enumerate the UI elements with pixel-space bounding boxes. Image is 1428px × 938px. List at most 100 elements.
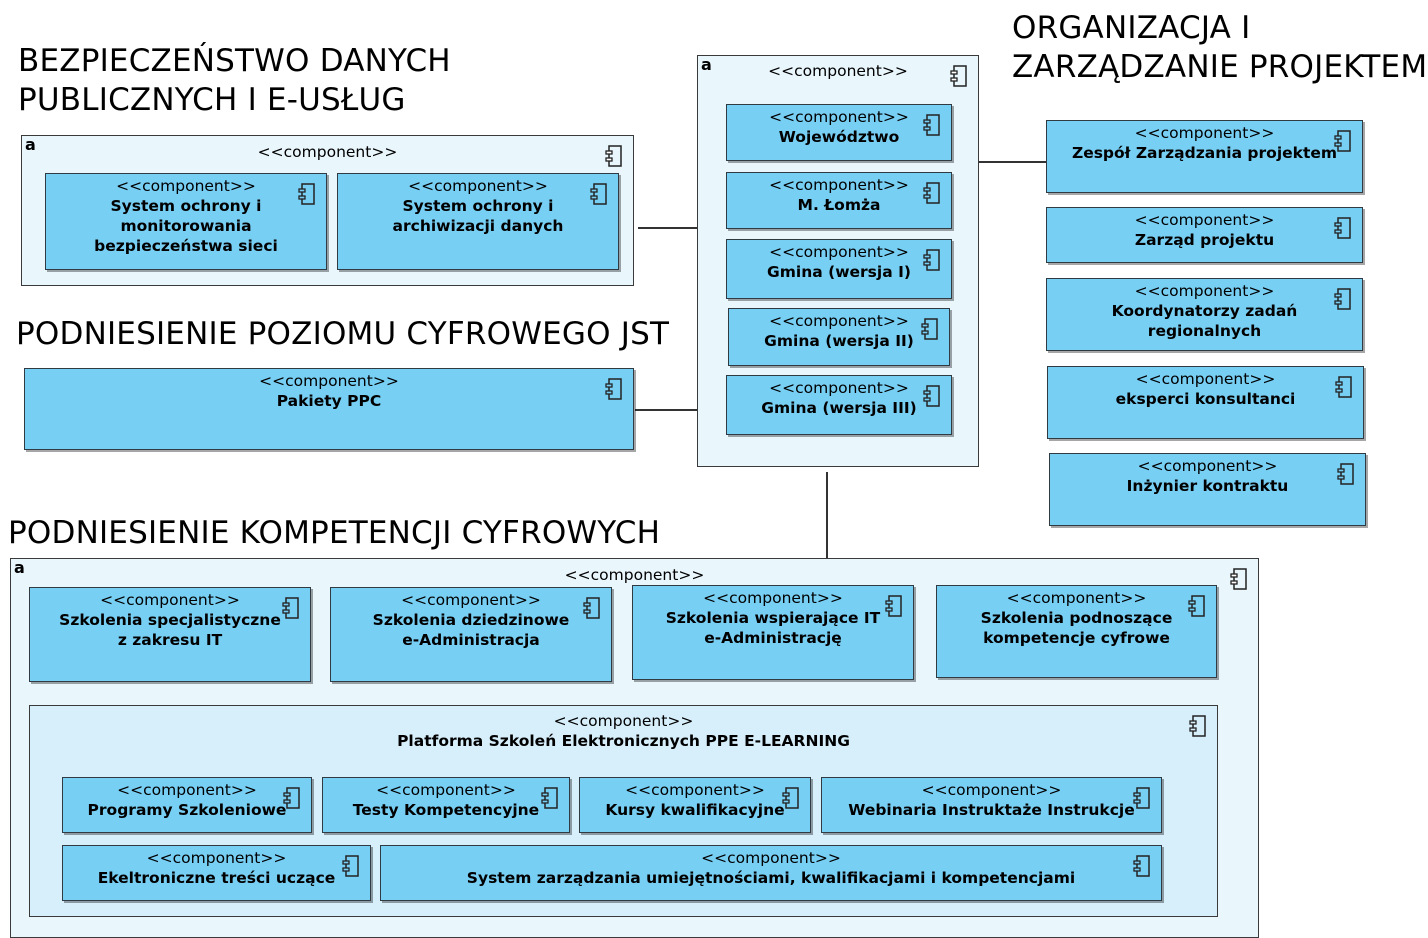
section-title-line: PODNIESIENIE POZIOMU CYFROWEGO JST — [16, 316, 670, 352]
component-name: Testy Kompetencyjne — [352, 801, 540, 819]
component-icon — [1334, 130, 1351, 152]
component-wojewodztwo[interactable]: <<component>> Województwo — [726, 104, 952, 161]
stereotype-label: <<component>> — [769, 379, 909, 397]
section-title-line: PODNIESIENIE KOMPETENCJI CYFROWYCH — [8, 515, 661, 551]
component-icon — [1337, 463, 1354, 485]
platform-container[interactable]: <<component>> Platforma Szkoleń Elektron… — [29, 705, 1218, 917]
component-m-lomza[interactable]: <<component>> M. Łomża — [726, 172, 952, 229]
component-icon — [923, 385, 940, 407]
stereotype-label: <<component>> — [376, 781, 516, 799]
component-icon — [885, 595, 902, 617]
a-letter-icon: a — [14, 558, 25, 577]
component-icon — [923, 182, 940, 204]
component-name: Gmina (wersja I) — [767, 263, 911, 281]
component-name: System zarządzania umiejętnościami, kwal… — [466, 869, 1076, 887]
stereotype-label: <<component>> — [769, 243, 909, 261]
component-gmina-1[interactable]: <<component>> Gmina (wersja I) — [726, 239, 952, 299]
component-icon — [605, 145, 622, 167]
stereotype-label: <<component>> — [1137, 457, 1278, 475]
security-group-container[interactable]: a <<component>> <<component>> System och… — [21, 135, 634, 286]
component-name: System ochrony i — [402, 197, 554, 215]
component-szkolenia-dziedzinowe[interactable]: <<component>> Szkolenia dziedzinowe e-Ad… — [330, 587, 612, 682]
component-icon — [282, 597, 299, 619]
component-testy-kompetencyjne[interactable]: <<component>> Testy Kompetencyjne — [322, 777, 570, 833]
component-name: Zespół Zarządzania projektem — [1071, 144, 1338, 162]
component-name: Szkolenia podnoszące — [980, 609, 1173, 627]
stereotype-label: <<component>> — [1134, 124, 1275, 142]
section-title-digital-level: PODNIESIENIE POZIOMU CYFROWEGO JST — [16, 315, 669, 354]
component-programy-szkoleniowe[interactable]: <<component>> Programy Szkoleniowe — [62, 777, 312, 833]
connector-central-management — [956, 161, 1047, 163]
stereotype-label: <<component>> — [1134, 282, 1275, 300]
component-zarzad-projektu[interactable]: <<component>> Zarząd projektu — [1046, 207, 1363, 263]
component-name: regionalnych — [1147, 322, 1262, 340]
stereotype-label: <<component>> — [769, 108, 909, 126]
stereotype-label: <<component>> — [408, 177, 548, 195]
connector-ppc-central — [635, 409, 698, 411]
stereotype-label: <<component>> — [769, 176, 909, 194]
component-koordynatorzy[interactable]: <<component>> Koordynatorzy zadań region… — [1046, 278, 1363, 351]
component-inzynier-kontraktu[interactable]: <<component>> Inżynier kontraktu — [1049, 453, 1366, 526]
stereotype-label: <<component>> — [1135, 370, 1276, 388]
section-title-line: BEZPIECZEŃSTWO DANYCH — [18, 43, 451, 79]
platform-name: Platforma Szkoleń Elektronicznych PPE E-… — [397, 732, 850, 750]
component-gmina-2[interactable]: <<component>> Gmina (wersja II) — [728, 308, 950, 366]
stereotype-label: <<component>> — [553, 712, 694, 730]
stereotype-label: <<component>> — [564, 566, 705, 584]
container-title: <<component>> Platforma Szkoleń Elektron… — [30, 711, 1217, 751]
component-name: kompetencje cyfrowe — [983, 629, 1170, 647]
section-title-competences: PODNIESIENIE KOMPETENCJI CYFROWYCH — [8, 514, 660, 553]
component-eksperci[interactable]: <<component>> eksperci konsultanci — [1047, 366, 1364, 439]
component-icon — [782, 787, 799, 809]
component-icon — [1133, 787, 1150, 809]
stereotype-label: <<component>> — [769, 312, 909, 330]
component-name: Kursy kwalifikacyjne — [605, 801, 785, 819]
component-name: Koordynatorzy zadań — [1111, 302, 1298, 320]
component-tresci-uczace[interactable]: <<component>> Ekeltroniczne treści ucząc… — [62, 845, 371, 901]
component-name: e-Administrację — [704, 629, 842, 647]
component-data-archiving[interactable]: <<component>> System ochrony i archiwiza… — [337, 173, 619, 270]
component-icon — [1188, 595, 1205, 617]
component-webinaria[interactable]: <<component>> Webinaria Instruktaże Inst… — [821, 777, 1162, 833]
component-icon — [1230, 568, 1247, 590]
stereotype-label: <<component>> — [701, 849, 841, 867]
component-szkolenia-wspierajace[interactable]: <<component>> Szkolenia wspierające IT e… — [632, 585, 914, 680]
component-network-security[interactable]: <<component>> System ochrony i monitorow… — [45, 173, 327, 270]
stereotype-label: <<component>> — [401, 591, 541, 609]
component-icon — [583, 597, 600, 619]
section-title-line: ORGANIZACJA I — [1012, 10, 1251, 46]
component-szkolenia-podnoszace[interactable]: <<component>> Szkolenia podnoszące kompe… — [936, 585, 1217, 678]
component-name: Ekeltroniczne treści uczące — [97, 869, 336, 887]
component-name: e-Administracja — [402, 631, 540, 649]
component-name: eksperci konsultanci — [1115, 390, 1296, 408]
stereotype-label: <<component>> — [259, 372, 399, 390]
stereotype-label: <<component>> — [921, 781, 1062, 799]
component-pakiety-ppc[interactable]: <<component>> Pakiety PPC — [24, 368, 634, 450]
component-name: Szkolenia specjalistyczne — [59, 611, 281, 629]
component-name: Gmina (wersja II) — [764, 332, 914, 350]
section-title-line: PUBLICZNYCH I E-USŁUG — [18, 82, 406, 118]
stereotype-label: <<component>> — [1006, 589, 1147, 607]
component-name: bezpieczeństwa sieci — [94, 237, 278, 255]
section-title-management: ORGANIZACJA I ZARZĄDZANIE PROJEKTEM — [1012, 9, 1427, 87]
component-icon — [923, 249, 940, 271]
component-gmina-3[interactable]: <<component>> Gmina (wersja III) — [726, 375, 952, 435]
component-zespol-zarzadzania[interactable]: <<component>> Zespół Zarządzania projekt… — [1046, 120, 1363, 193]
competence-group-container[interactable]: a <<component>> <<component>> Szkolenia … — [10, 558, 1259, 938]
component-name: Województwo — [778, 128, 900, 146]
component-icon — [923, 114, 940, 136]
component-icon — [1335, 376, 1352, 398]
container-title: <<component>> — [698, 61, 978, 81]
section-title-line: ZARZĄDZANIE PROJEKTEM — [1012, 49, 1428, 85]
component-system-zarzadzania[interactable]: <<component>> System zarządzania umiejęt… — [380, 845, 1162, 901]
component-icon — [342, 855, 359, 877]
component-name: z zakresu IT — [117, 631, 223, 649]
component-name: archiwizacji danych — [392, 217, 564, 235]
component-name: Szkolenia dziedzinowe — [372, 611, 570, 629]
component-kursy-kwalifikacyjne[interactable]: <<component>> Kursy kwalifikacyjne — [579, 777, 811, 833]
component-name: Pakiety PPC — [276, 392, 382, 410]
component-szkolenia-it[interactable]: <<component>> Szkolenia specjalistyczne … — [29, 587, 311, 682]
a-letter-icon: a — [25, 135, 36, 154]
component-icon — [283, 787, 300, 809]
central-group-container[interactable]: a <<component>> <<component>> Województw… — [697, 55, 979, 467]
